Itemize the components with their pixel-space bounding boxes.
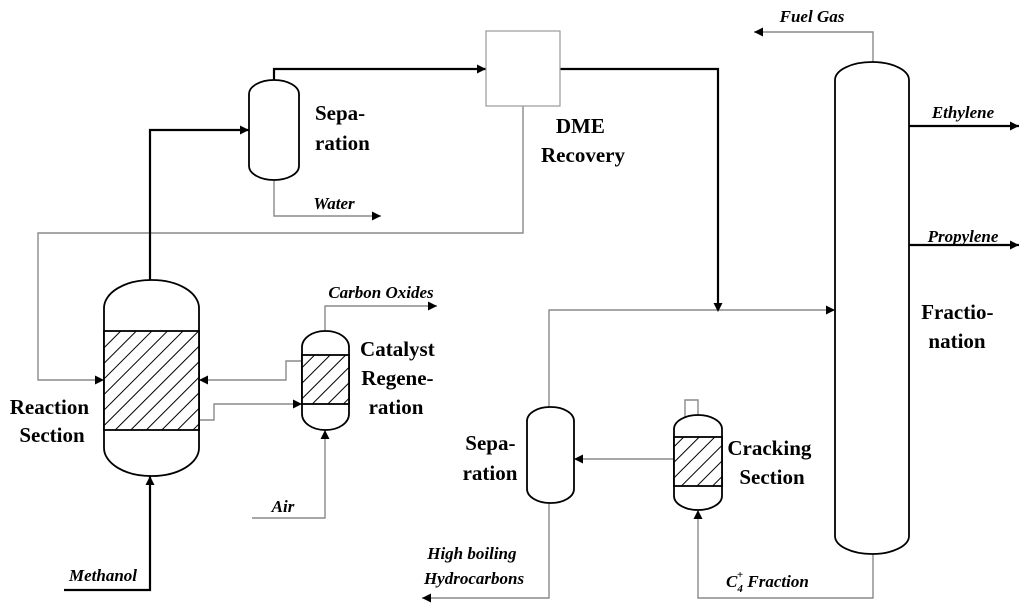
c4-fraction-line: [697, 510, 874, 599]
carbon-oxides-line: [324, 305, 437, 331]
dme-recovery-label: DME Recovery: [541, 114, 625, 167]
fuel-gas-line: [754, 31, 874, 62]
carbon-oxides-label: Carbon Oxides: [328, 283, 434, 302]
arrowheads: [95, 27, 1019, 603]
separation-bottom-label: Sepa- ration: [463, 431, 521, 485]
separation-overhead-line: [548, 309, 835, 407]
dme-recovery-box: [485, 30, 561, 107]
arrow-reactor-recycle: [95, 375, 104, 385]
arrow-dme-in: [477, 64, 486, 74]
c4-fraction-label: C4+ Fraction: [726, 569, 809, 595]
arrow-separation-in: [240, 125, 249, 135]
catalyst-regeneration-label: Catalyst Regene- ration: [360, 337, 440, 419]
arrow-fuel-gas: [754, 27, 763, 37]
separation-top-label: Sepa- ration: [315, 101, 370, 155]
water-line: [273, 180, 381, 217]
fractionation-label: Fractio- nation: [921, 300, 999, 353]
arrow-separation-bottom-in: [574, 454, 583, 464]
ethylene-label: Ethylene: [931, 103, 995, 122]
cracking-section-label: Cracking Section: [727, 436, 816, 489]
fuel-gas-label: Fuel Gas: [779, 7, 845, 26]
arrow-water: [372, 211, 381, 221]
fractionation-column: [834, 61, 910, 555]
dme-recycle-line: [37, 106, 524, 381]
arrow-high-boiling: [422, 593, 431, 603]
arrow-cracking-in: [693, 510, 703, 519]
arrow-ethylene: [1010, 121, 1019, 131]
arrow-methanol-in: [145, 476, 155, 485]
arrow-reactor-catalyst-in: [199, 375, 208, 385]
high-boiling-line: [422, 503, 550, 599]
reactor-outlet-line: [148, 128, 249, 280]
arrow-catalyst-in: [293, 399, 302, 409]
dme-to-fractionation-line: [560, 67, 720, 310]
cracking-outlet-line: [574, 399, 699, 460]
arrow-propylene: [1010, 240, 1019, 250]
air-line: [252, 430, 326, 519]
arrow-fractionation-in: [826, 305, 835, 315]
cracking-section-vessel: [673, 414, 723, 511]
reaction-section-label: Reaction Section: [10, 395, 95, 447]
reaction-section-vessel: [103, 279, 200, 477]
catalyst-return-line: [199, 360, 302, 381]
separation-top-vessel: [248, 79, 300, 181]
catalyst-feed-line: [199, 403, 302, 421]
methanol-feed-line: [64, 476, 152, 592]
separation-bottom-vessel: [526, 406, 575, 504]
air-label: Air: [271, 497, 295, 516]
propylene-label: Propylene: [927, 227, 999, 246]
separation-to-dme-line: [272, 67, 486, 80]
high-boiling-label: High boiling Hydrocarbons: [423, 544, 525, 588]
arrow-air: [320, 430, 330, 439]
water-label: Water: [313, 194, 355, 213]
catalyst-regeneration-vessel: [301, 330, 350, 431]
arrow-carbon-oxides: [428, 301, 437, 311]
arrow-merge-down: [713, 303, 723, 312]
methanol-label: Methanol: [68, 566, 137, 585]
